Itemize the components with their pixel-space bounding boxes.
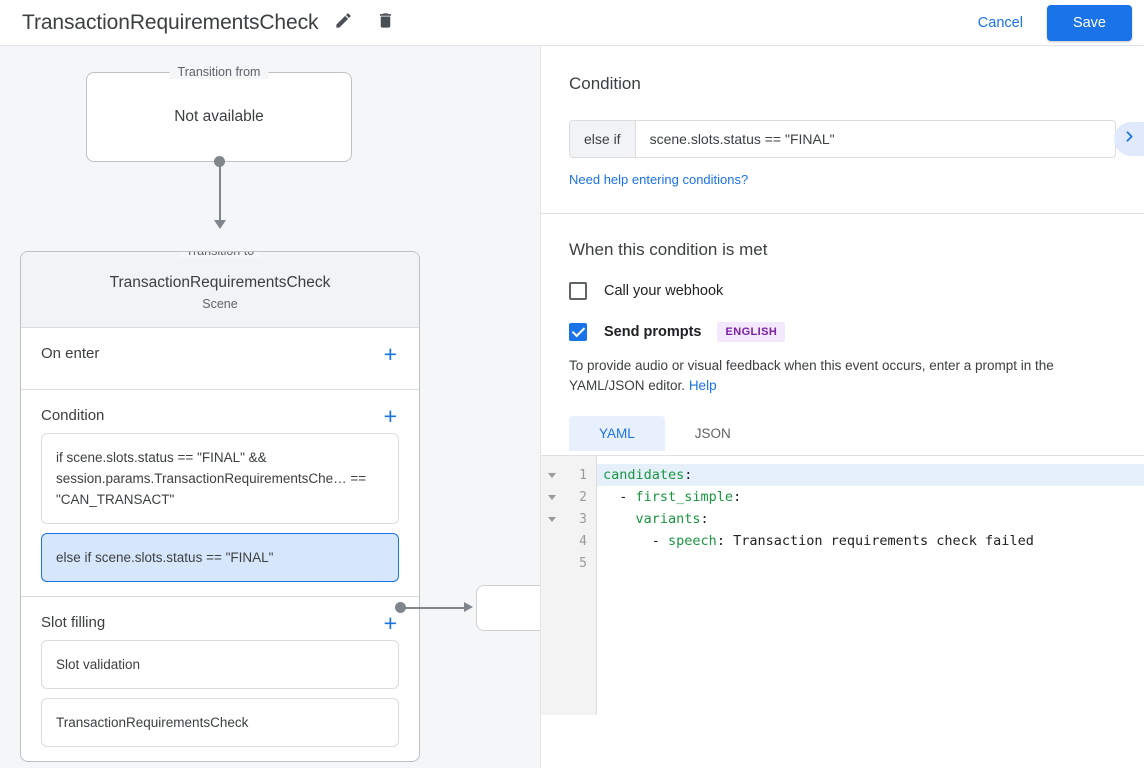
code-key: speech (668, 533, 717, 549)
code-key: first_simple (635, 489, 734, 505)
transition-from-legend: Transition from (169, 65, 269, 79)
condition-input-row[interactable]: else if (569, 120, 1116, 158)
node-section-slot-filling: Slot filling + Slot validation Transacti… (21, 597, 419, 761)
node-section-on-enter: On enter + (21, 328, 419, 390)
webhook-label: Call your webhook (604, 283, 724, 299)
gutter-line[interactable]: 2 (541, 486, 596, 508)
panel-when-met-section: When this condition is met Call your web… (541, 214, 1144, 451)
connector-arrow-right (464, 602, 473, 612)
pencil-icon (334, 11, 353, 35)
save-button[interactable]: Save (1046, 4, 1132, 41)
section-title-slot-filling: Slot filling (41, 614, 106, 631)
condition-help-link[interactable]: Need help entering conditions? (569, 172, 749, 187)
connector-dot-selected (395, 602, 406, 613)
editor-code-area[interactable]: candidates: - first_simple: variants: - … (597, 456, 1144, 715)
slot-filling-item[interactable]: TransactionRequirementsCheck (41, 698, 399, 747)
code-colon: : (700, 511, 709, 527)
code-colon: : (716, 533, 725, 549)
code-key: variants (635, 511, 701, 527)
section-title-on-enter: On enter (41, 345, 100, 362)
webhook-checkbox[interactable] (569, 282, 587, 300)
top-bar: TransactionRequirementsCheck Cancel Save (0, 0, 1144, 46)
condition-input[interactable] (635, 121, 1115, 157)
send-prompts-checkbox[interactable] (569, 323, 587, 341)
line-number: 3 (579, 511, 587, 527)
node-name: TransactionRequirementsCheck (109, 274, 331, 291)
node-header: TransactionRequirementsCheck Scene (21, 252, 419, 328)
fold-arrow-icon[interactable] (548, 472, 556, 478)
node-subtitle: Scene (202, 297, 238, 311)
chevron-right-icon (1121, 128, 1138, 150)
code-colon: : (733, 489, 742, 505)
condition-item[interactable]: if scene.slots.status == "FINAL" && sess… (41, 433, 399, 524)
panel-condition-section: Condition else if Need help entering con… (541, 46, 1144, 214)
code-key: candidates (603, 467, 685, 483)
tab-yaml[interactable]: YAML (569, 416, 665, 451)
code-indent (603, 511, 636, 527)
code-dash: - (651, 533, 669, 549)
fold-arrow-icon[interactable] (548, 494, 556, 500)
connector-line-vertical (219, 161, 221, 223)
collapse-panel-button[interactable] (1114, 122, 1144, 156)
transition-to-node[interactable]: Transition to TransactionRequirementsChe… (20, 251, 420, 762)
code-colon: : (684, 467, 693, 483)
gutter-line[interactable]: 5 (541, 552, 596, 574)
connector-arrow-down (214, 220, 226, 229)
send-prompts-label: Send prompts (604, 324, 702, 340)
when-met-heading: When this condition is met (569, 240, 768, 259)
line-number: 2 (579, 489, 587, 505)
connector-line-horizontal (404, 607, 466, 609)
code-line[interactable]: candidates: (597, 464, 1144, 486)
fold-arrow-icon[interactable] (548, 516, 556, 522)
cancel-button[interactable]: Cancel (964, 6, 1037, 40)
gutter-line[interactable]: 1 (541, 464, 596, 486)
add-slot-filling-button[interactable]: + (383, 609, 397, 636)
flow-canvas[interactable]: Transition from Not available Transition… (0, 46, 540, 768)
line-number: 5 (579, 555, 587, 571)
code-line[interactable] (597, 552, 1144, 574)
code-indent (603, 533, 652, 549)
edit-button[interactable] (326, 6, 360, 40)
code-line[interactable]: - speech: Transaction requirements check… (597, 530, 1144, 552)
prompts-help-link[interactable]: Help (688, 378, 717, 393)
code-indent (603, 489, 619, 505)
section-head-on-enter: On enter + (21, 328, 419, 375)
transition-to-legend: Transition to (177, 252, 263, 258)
condition-item-selected[interactable]: else if scene.slots.status == "FINAL" (41, 533, 399, 582)
line-number: 1 (579, 467, 587, 483)
tab-json[interactable]: JSON (694, 426, 731, 441)
delete-button[interactable] (368, 6, 402, 40)
details-panel: Condition else if Need help entering con… (540, 46, 1144, 768)
code-line[interactable]: variants: (597, 508, 1144, 530)
section-head-slot-filling: Slot filling + (21, 597, 419, 640)
next-node-card[interactable] (476, 585, 540, 631)
transition-from-card[interactable]: Transition from Not available (86, 65, 352, 162)
panel-condition-heading: Condition (569, 74, 641, 93)
webhook-row[interactable]: Call your webhook (569, 282, 1116, 300)
section-title-condition: Condition (41, 407, 105, 424)
condition-prefix-label: else if (570, 121, 636, 157)
trash-icon (376, 11, 395, 35)
line-number: 4 (579, 533, 587, 549)
editor-format-tabs: YAML JSON (569, 416, 1116, 451)
page-title: TransactionRequirementsCheck (22, 10, 319, 34)
language-badge: ENGLISH (717, 322, 786, 342)
send-prompts-row[interactable]: Send prompts ENGLISH (569, 322, 1116, 342)
code-dash: - (619, 489, 636, 505)
code-editor[interactable]: 1 2 3 4 5 candidates: - (541, 455, 1144, 715)
section-head-condition: Condition + (21, 390, 419, 433)
gutter-line[interactable]: 3 (541, 508, 596, 530)
prompts-description-text: To provide audio or visual feedback when… (569, 358, 1054, 393)
gutter-line[interactable]: 4 (541, 530, 596, 552)
transition-from-value: Not available (174, 108, 264, 125)
slot-filling-item[interactable]: Slot validation (41, 640, 399, 689)
node-section-condition: Condition + if scene.slots.status == "FI… (21, 390, 419, 597)
prompts-description: To provide audio or visual feedback when… (569, 356, 1116, 396)
add-condition-button[interactable]: + (383, 402, 397, 429)
editor-gutter: 1 2 3 4 5 (541, 456, 597, 715)
code-line[interactable]: - first_simple: (597, 486, 1144, 508)
add-on-enter-button[interactable]: + (383, 340, 397, 367)
code-value: Transaction requirements check failed (724, 533, 1034, 549)
